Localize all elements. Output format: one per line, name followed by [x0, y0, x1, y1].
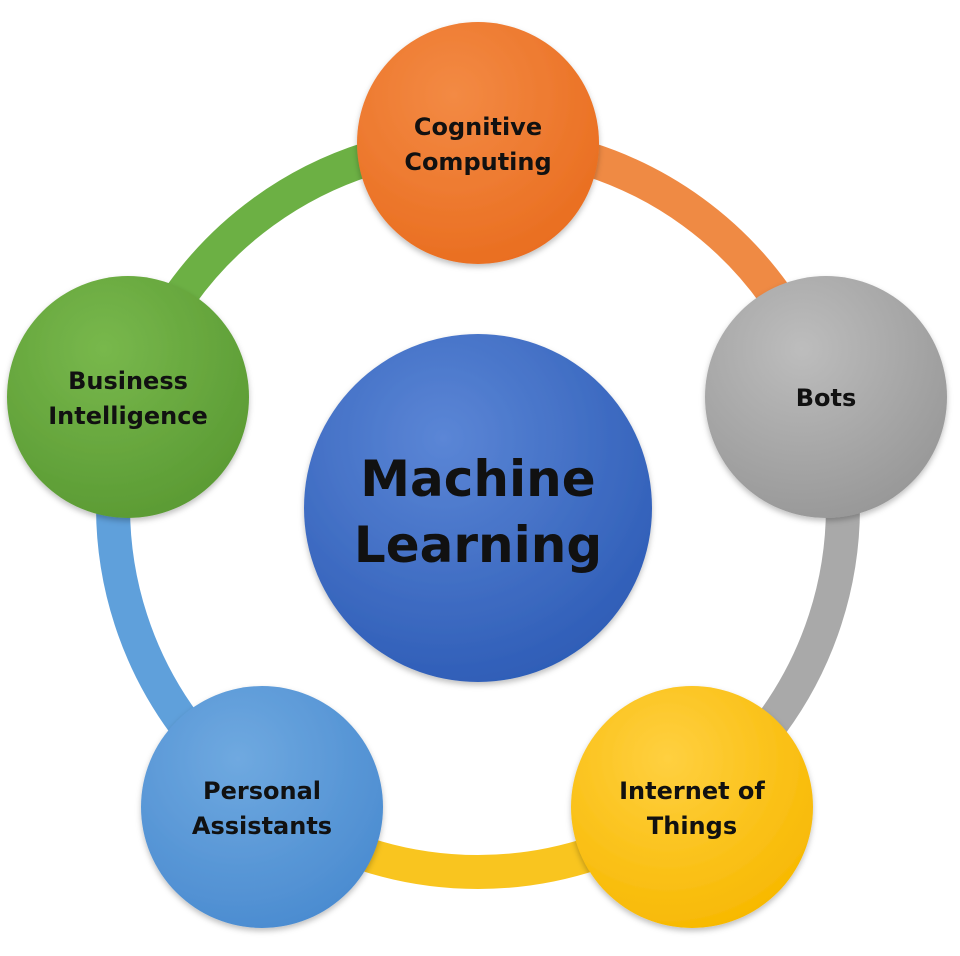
center-label-line-1: Machine: [360, 450, 595, 508]
business-intelligence-circle: [7, 276, 249, 518]
node-bots: Bots: [705, 276, 947, 518]
node-business-intelligence: Business Intelligence: [7, 276, 249, 518]
bots-circle: [705, 276, 947, 518]
node-personal-assistants: Personal Assistants: [141, 686, 383, 928]
node-internet-of-things: Internet of Things: [571, 686, 813, 928]
internet-of-things-label-line-2: Things: [647, 812, 737, 840]
cognitive-computing-circle: [357, 22, 599, 264]
personal-assistants-label-line-2: Assistants: [192, 812, 332, 840]
business-intelligence-label-line-1: Business: [68, 367, 188, 395]
cognitive-computing-label-line-1: Cognitive: [414, 113, 542, 141]
personal-assistants-label-line-1: Personal: [203, 777, 321, 805]
bots-label: Bots: [796, 384, 857, 412]
node-cognitive-computing: Cognitive Computing: [357, 22, 599, 264]
center-node-machine-learning: Machine Learning: [304, 334, 652, 682]
internet-of-things-label-line-1: Internet of: [619, 777, 765, 805]
internet-of-things-circle: [571, 686, 813, 928]
personal-assistants-circle: [141, 686, 383, 928]
center-label-line-2: Learning: [354, 516, 602, 574]
cognitive-computing-label-line-2: Computing: [404, 148, 551, 176]
center-circle: [304, 334, 652, 682]
business-intelligence-label-line-2: Intelligence: [48, 402, 208, 430]
